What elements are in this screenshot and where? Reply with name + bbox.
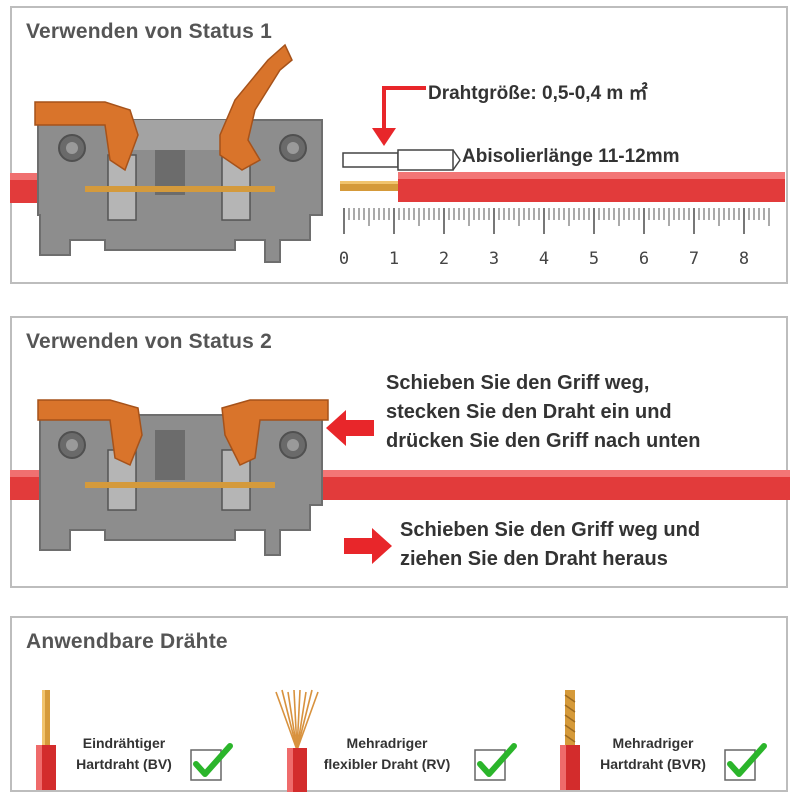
ruler-number: 6 xyxy=(639,249,649,269)
ruler-number: 2 xyxy=(439,249,449,269)
wire-label-bvr: Mehradriger Hartdraht (BVR) xyxy=(588,733,718,775)
status-2-panel: Verwenden von Status 2 xyxy=(10,316,788,588)
wire-label-rv-line-1: Mehradriger xyxy=(346,735,428,751)
check-icon xyxy=(190,743,233,781)
status-1-title: Verwenden von Status 1 xyxy=(26,20,272,43)
ruler: 0 1 2 3 4 5 6 7 8 xyxy=(339,208,770,269)
terminal-block-open xyxy=(10,43,323,263)
wire-label-bvr-line-1: Mehradriger xyxy=(612,735,694,751)
insert-instruction-line-1: Schieben Sie den Griff weg, xyxy=(386,372,650,394)
measurement-wire xyxy=(340,172,785,202)
ruler-number: 1 xyxy=(389,249,399,269)
insert-instruction: Schieben Sie den Griff weg, stecken Sie … xyxy=(386,369,701,456)
ruler-number: 8 xyxy=(739,249,749,269)
ruler-number: 5 xyxy=(589,249,599,269)
wire-label-rv: Mehradriger flexibler Draht (RV) xyxy=(312,733,462,775)
stranded-wire-image xyxy=(560,690,580,790)
ruler-number: 4 xyxy=(539,249,549,269)
solid-wire-image xyxy=(36,690,56,790)
wire-label-bv: Eindrähtiger Hartdraht (BV) xyxy=(64,733,184,775)
remove-instruction-line-1: Schieben Sie den Griff weg und xyxy=(400,519,701,541)
wire-size-arrow xyxy=(372,86,426,146)
terminal-block-closed xyxy=(10,399,790,556)
wire-size-label: Drahtgröße: 0,5-0,4 m ㎡ xyxy=(428,83,648,104)
strip-length-label: Abisolierlänge 11-12mm xyxy=(462,146,680,167)
wire-label-rv-line-2: flexibler Draht (RV) xyxy=(323,756,451,772)
wire-label-bvr-line-2: Hartdraht (BVR) xyxy=(600,756,706,772)
insert-instruction-line-3: drücken Sie den Griff nach unten xyxy=(386,430,701,452)
insert-instruction-line-2: stecken Sie den Draht ein und xyxy=(386,401,672,423)
check-icon xyxy=(724,743,767,781)
status-2-title: Verwenden von Status 2 xyxy=(26,330,272,353)
flexible-wire-image xyxy=(275,689,319,792)
ruler-number: 7 xyxy=(689,249,699,269)
applicable-wires-panel: Anwendbare Drähte xyxy=(10,616,788,792)
strip-length-diagram xyxy=(342,149,461,171)
insert-arrow xyxy=(326,410,374,446)
applicable-wires-title: Anwendbare Drähte xyxy=(26,630,228,653)
ruler-number: 0 xyxy=(339,249,349,269)
remove-arrow xyxy=(344,528,392,564)
remove-instruction: Schieben Sie den Griff weg und ziehen Si… xyxy=(400,516,700,574)
remove-instruction-line-2: ziehen Sie den Draht heraus xyxy=(400,548,668,570)
wire-label-bv-line-2: Hartdraht (BV) xyxy=(76,756,172,772)
ruler-number: 3 xyxy=(489,249,499,269)
wire-label-bv-line-1: Eindrähtiger xyxy=(82,735,166,751)
check-icon xyxy=(474,743,517,781)
